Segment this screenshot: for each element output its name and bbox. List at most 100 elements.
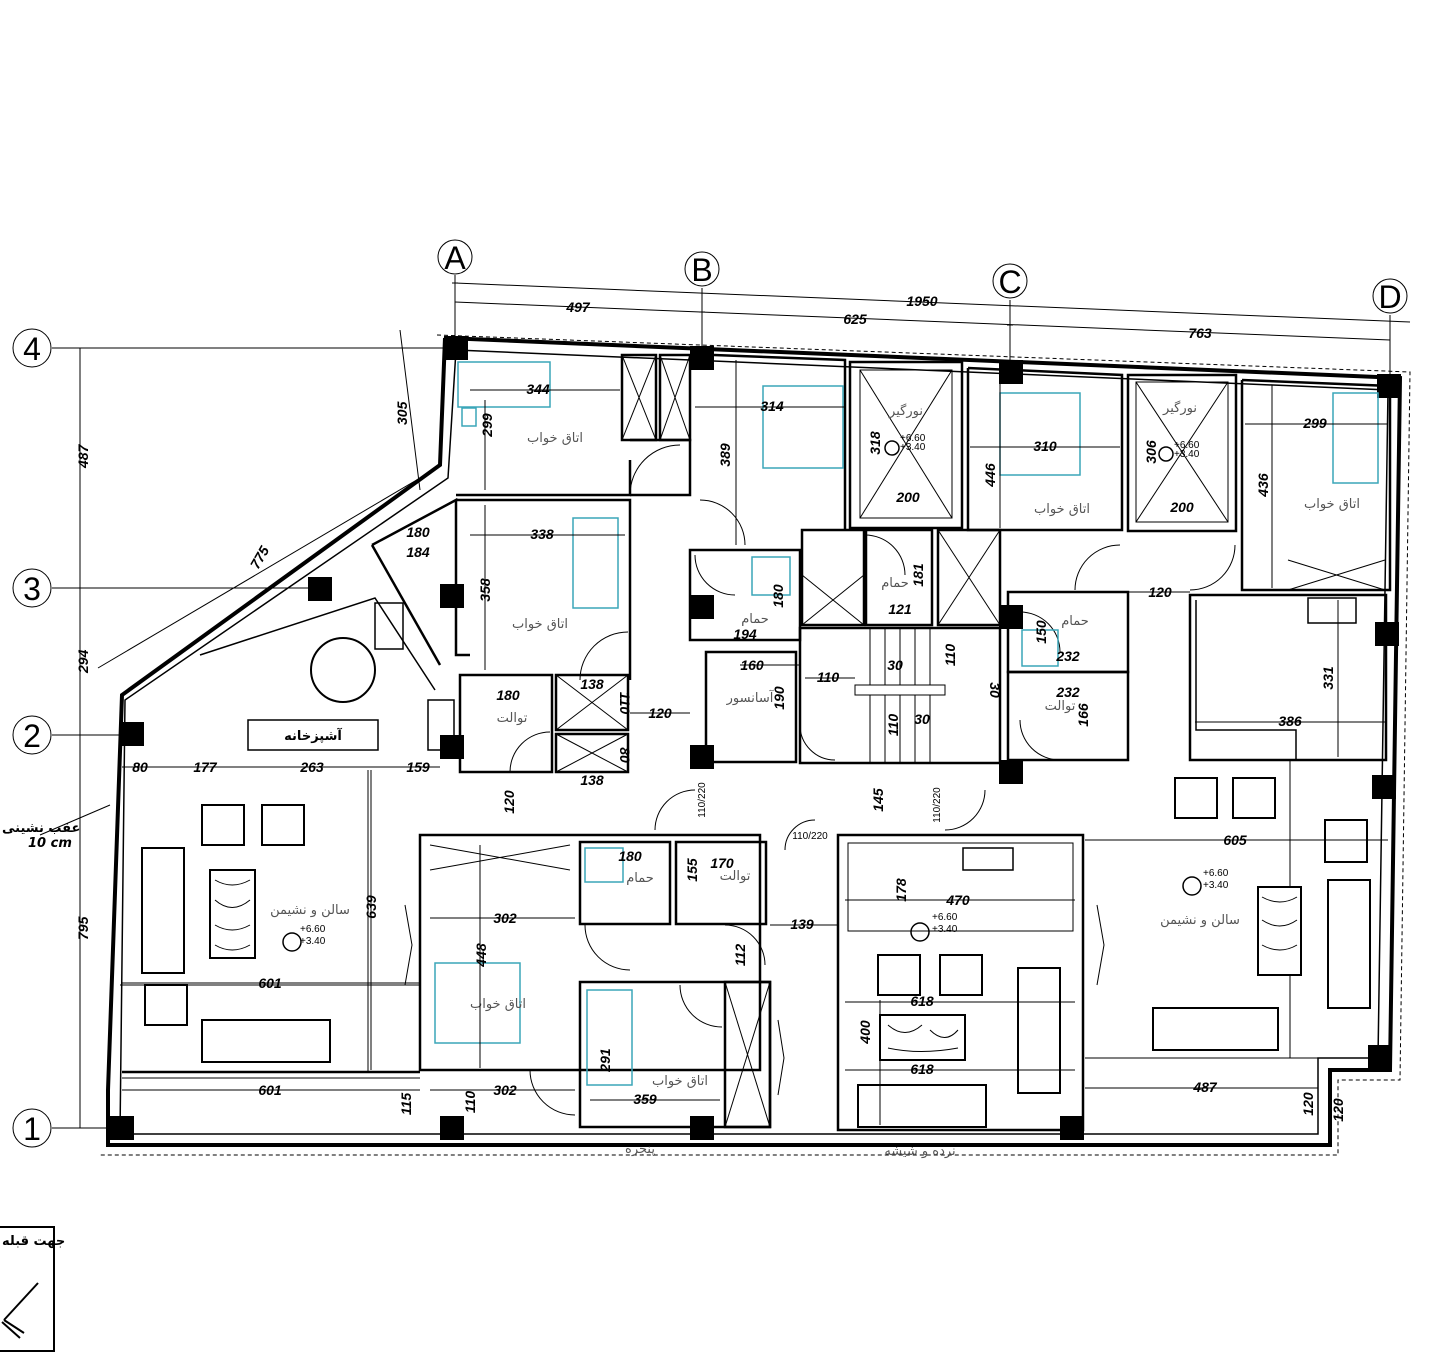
dim-177: 177 xyxy=(193,759,218,775)
dim-310: 310 xyxy=(1033,438,1057,454)
dim-170: 170 xyxy=(710,855,734,871)
dim-190: 190 xyxy=(771,686,787,710)
dim-487b: 487 xyxy=(1192,1079,1218,1095)
dim-263: 263 xyxy=(299,759,324,775)
dim-601b: 601 xyxy=(258,1082,282,1098)
dim-178: 178 xyxy=(893,878,909,902)
dim-80b: 80 xyxy=(132,759,148,775)
dim-344: 344 xyxy=(526,381,550,397)
dim-180d: 180 xyxy=(618,848,642,864)
kitchen-counters xyxy=(199,597,1357,871)
opening-labels: 110/220 110/220 110/220 xyxy=(697,782,943,842)
dim-618b: 618 xyxy=(910,1061,934,1077)
opening-1: 110/220 xyxy=(697,782,708,818)
label-toilet-1: توالت xyxy=(497,711,528,726)
label-elevator: آسانسور xyxy=(726,689,775,706)
door-swings xyxy=(509,444,1236,1116)
grid-labels: A B C D 4 3 2 1 xyxy=(23,240,1401,1147)
dim-618a: 618 xyxy=(910,993,934,1009)
dim-318: 318 xyxy=(867,431,883,455)
inner-dimension-values: 344 299 338 358 180 184 314 389 318 200 … xyxy=(132,381,1346,1122)
dim-155: 155 xyxy=(684,858,700,882)
dim-302a: 302 xyxy=(493,910,517,926)
sofas-and-chairs xyxy=(141,637,1371,1128)
dim-110e: 110 xyxy=(462,1091,478,1114)
grid-label-3: 3 xyxy=(23,571,41,607)
grid-label-b: B xyxy=(691,252,712,288)
dim-166: 166 xyxy=(1075,703,1091,727)
setback-value: 10 cm xyxy=(28,836,72,851)
dim-436: 436 xyxy=(1255,473,1271,498)
dim-200b: 200 xyxy=(1169,499,1194,515)
label-bath-3: حمام xyxy=(1061,614,1089,629)
dim-294: 294 xyxy=(75,649,91,674)
light-well-markers xyxy=(429,354,1386,1128)
dim-180c: 180 xyxy=(496,687,520,703)
setback-label: عقب نشینی xyxy=(2,821,80,836)
dim-110a: 110 xyxy=(617,692,633,715)
dim-605: 605 xyxy=(1223,832,1247,848)
dim-359: 359 xyxy=(633,1091,657,1107)
label-toilet-2: توالت xyxy=(1045,699,1076,714)
qibla-box xyxy=(0,1226,55,1352)
dim-160: 160 xyxy=(740,657,764,673)
dim-763: 763 xyxy=(1188,325,1212,341)
dim-389: 389 xyxy=(717,443,733,467)
dim-total-1950: 1950 xyxy=(906,293,937,309)
dim-110c: 110 xyxy=(942,644,958,667)
dim-180b: 180 xyxy=(770,584,786,608)
level-upper-3: +6.60 xyxy=(1203,868,1229,879)
dim-306: 306 xyxy=(1143,440,1159,464)
level-upper-1: +6.60 xyxy=(300,924,326,935)
dim-139: 139 xyxy=(790,916,814,932)
dim-400: 400 xyxy=(857,1020,873,1045)
dim-625: 625 xyxy=(843,311,867,327)
label-light-well-1: نورگیر xyxy=(888,403,923,419)
label-bedroom-6: اتاق خواب xyxy=(652,1074,708,1089)
dim-331: 331 xyxy=(1320,666,1336,690)
level-lower-2: +3.40 xyxy=(932,924,958,935)
label-bedroom-5: اتاق خواب xyxy=(470,997,526,1012)
dim-110d: 110 xyxy=(885,714,901,737)
left-dimensions xyxy=(39,329,421,1128)
dim-30c: 30 xyxy=(987,682,1003,698)
dim-30b: 30 xyxy=(914,711,930,727)
dim-386: 386 xyxy=(1278,713,1302,729)
grid-label-2: 2 xyxy=(23,718,41,754)
dim-338: 338 xyxy=(530,526,554,542)
dim-299a: 299 xyxy=(479,413,495,438)
columns xyxy=(110,336,1401,1140)
grid-axes xyxy=(12,239,1408,1148)
level-texts: +6.60 +3.40 +6.60 +3.40 +6.60 +3.40 +6.6… xyxy=(300,433,1229,947)
label-bath-4: حمام xyxy=(626,871,654,886)
dim-314: 314 xyxy=(760,398,784,414)
dim-110b: 110 xyxy=(817,669,840,685)
dim-121: 121 xyxy=(888,601,912,617)
grid-label-1: 1 xyxy=(23,1111,41,1147)
grid-label-c: C xyxy=(998,264,1021,300)
staircase xyxy=(869,628,931,763)
grid-label-4: 4 xyxy=(23,331,41,367)
dim-145: 145 xyxy=(870,788,886,812)
dim-115: 115 xyxy=(398,1093,414,1116)
inner-dimension-lines xyxy=(122,360,1388,1125)
level-lower-1: +3.40 xyxy=(300,936,326,947)
level-lower-4: +3.40 xyxy=(900,442,926,453)
dim-120b: 120 xyxy=(648,705,672,721)
opening-3: 110/220 xyxy=(932,787,943,823)
dim-80a: 80 xyxy=(617,747,633,763)
label-living-2: سالن و نشیمن xyxy=(1160,913,1240,928)
label-railing: نرده و شیشه xyxy=(884,1144,955,1159)
dim-639: 639 xyxy=(363,895,379,919)
qibla-arrow-icon xyxy=(1,1282,39,1339)
lamp-icons xyxy=(404,904,1105,1096)
dim-112: 112 xyxy=(732,944,748,967)
top-dimensions xyxy=(452,282,1411,341)
dim-180a: 180 xyxy=(406,524,430,540)
dim-448: 448 xyxy=(473,943,489,968)
label-living-1: سالن و نشیمن xyxy=(270,903,350,918)
dim-299b: 299 xyxy=(1302,415,1327,431)
kitchen-label-box xyxy=(247,719,379,751)
label-window: پنجره xyxy=(625,1142,655,1157)
